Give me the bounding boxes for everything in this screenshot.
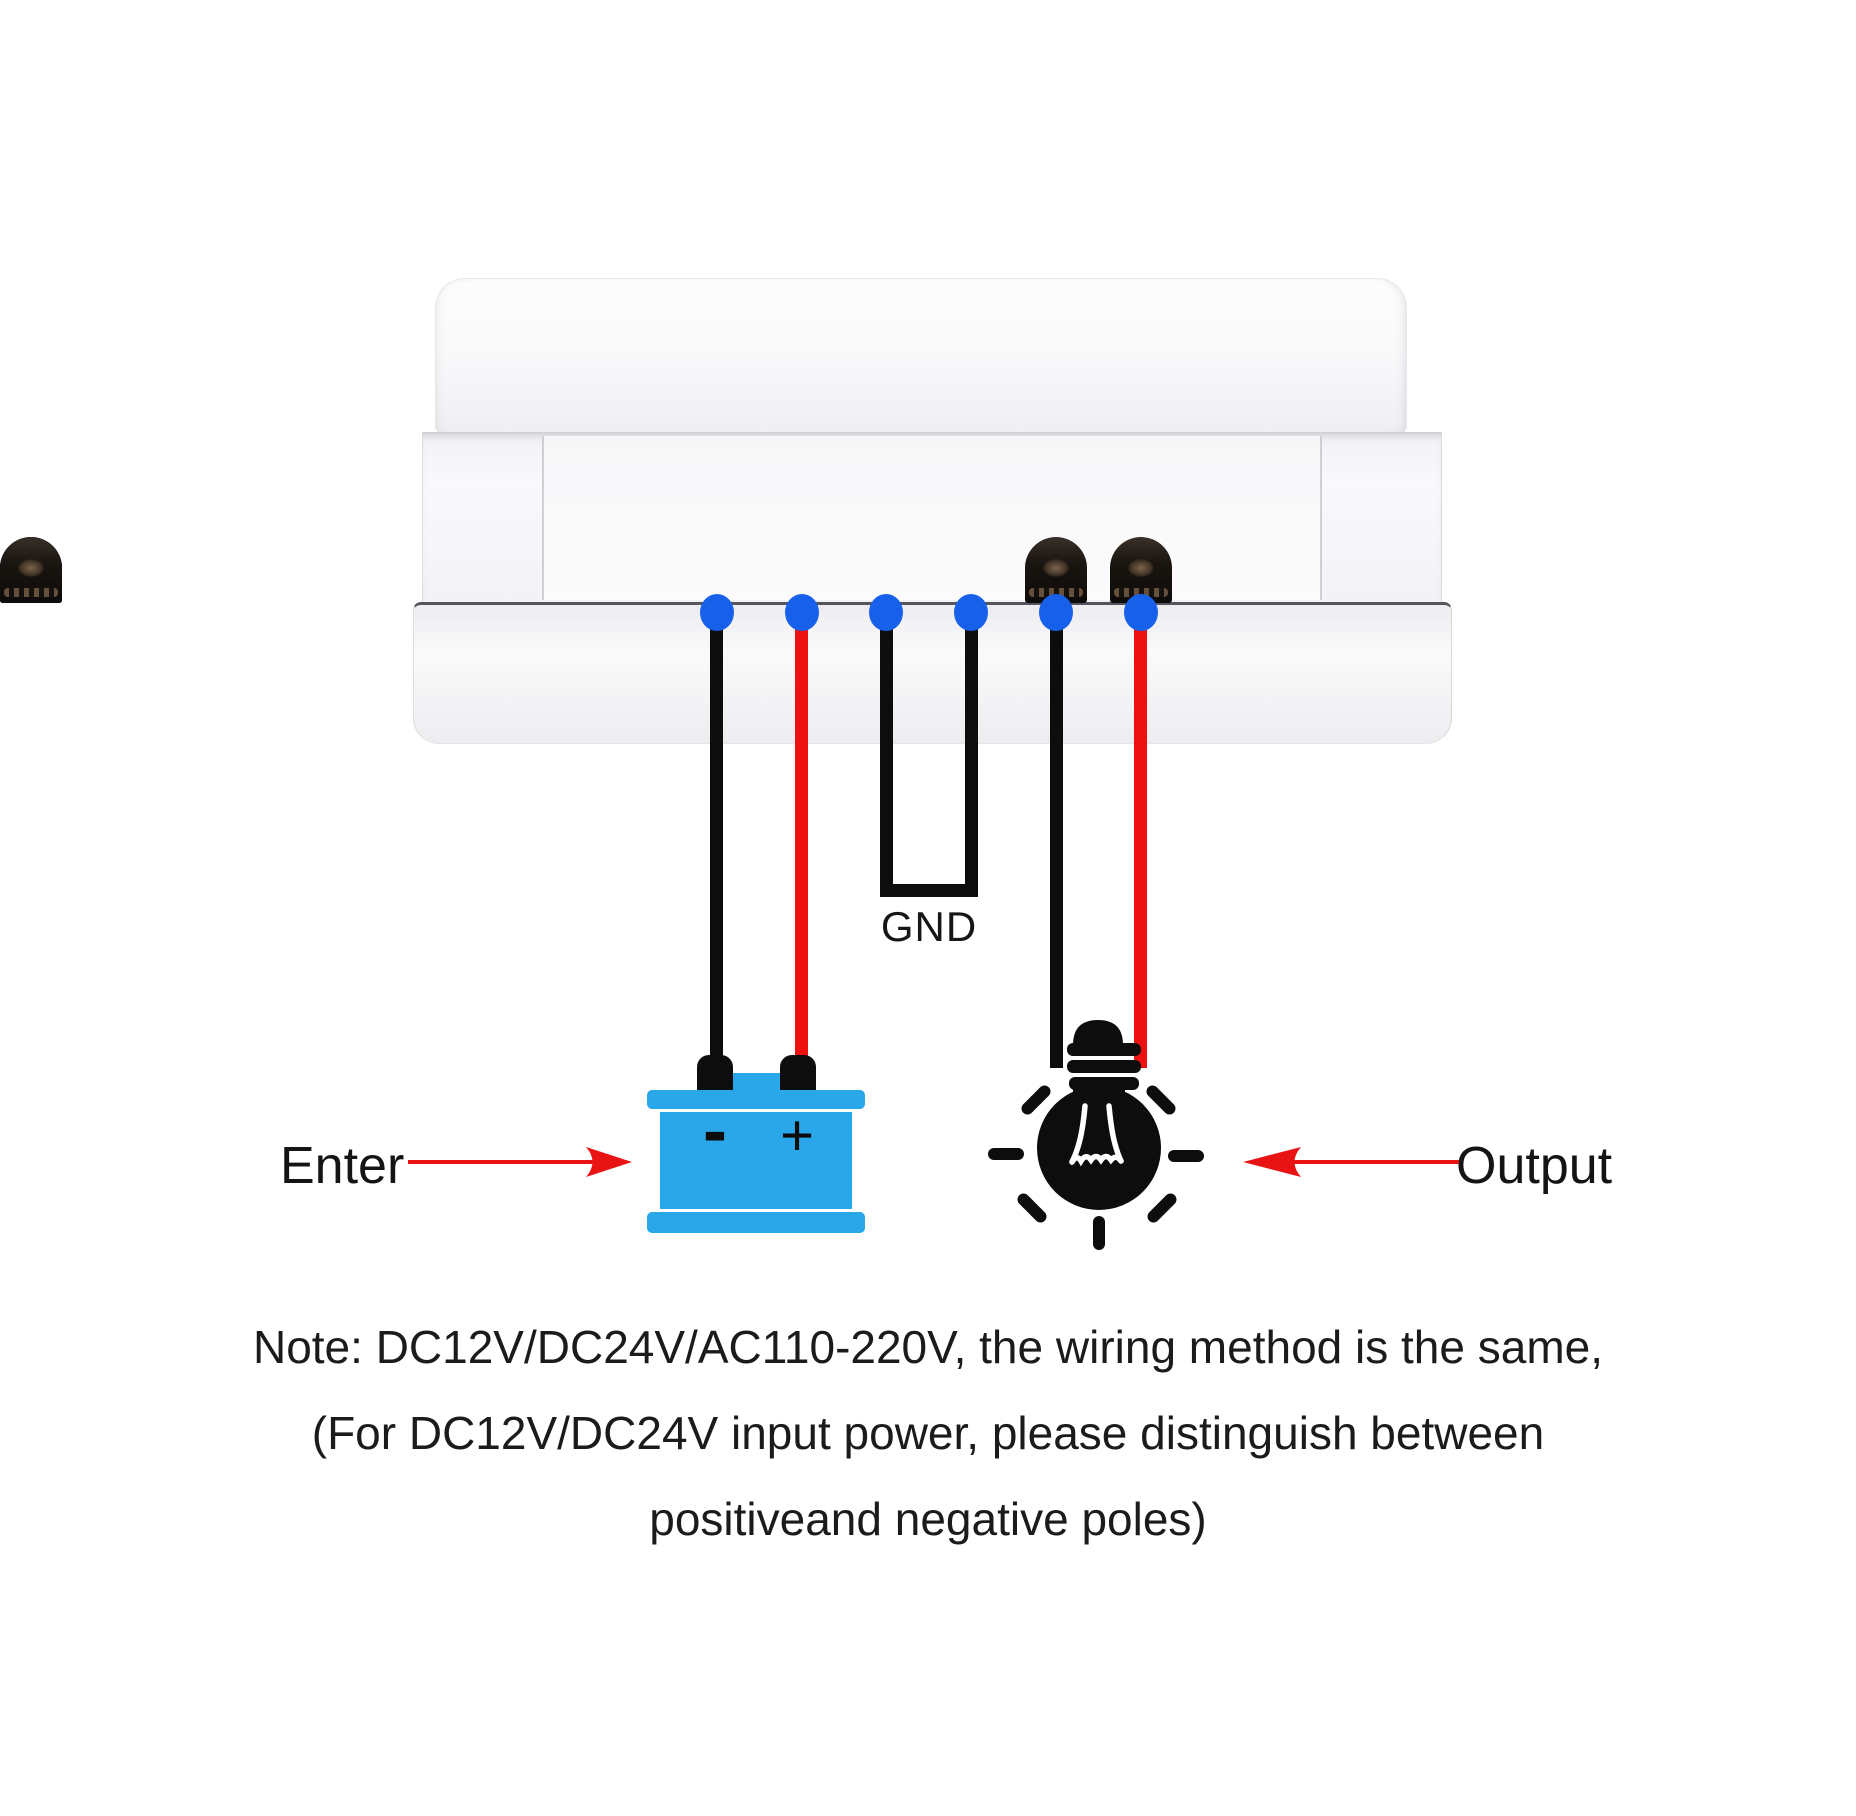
terminal-dot — [1124, 594, 1158, 631]
output-label: Output — [1456, 1137, 1613, 1195]
battery-plus-sign: + — [780, 1103, 814, 1168]
battery-top-hump — [718, 1073, 798, 1095]
input-negative-wire — [710, 610, 723, 1058]
terminal-recess-panel — [542, 436, 1322, 600]
relay-module-base — [413, 602, 1452, 744]
terminal-dot — [869, 594, 903, 631]
terminal-dot — [785, 594, 819, 631]
output-red-wire — [1134, 610, 1147, 1068]
note-line-3: positiveand negative poles) — [649, 1493, 1207, 1545]
output-arrow-icon — [1243, 1147, 1459, 1177]
gnd-label: GND — [880, 903, 978, 950]
terminal-slot — [1025, 537, 1087, 603]
battery-body — [660, 1112, 852, 1209]
note-line-2: (For DC12V/DC24V input power, please dis… — [311, 1407, 1545, 1459]
gnd-wire-right — [965, 610, 978, 897]
input-positive-wire — [795, 610, 808, 1058]
light-bulb-icon — [988, 1020, 1204, 1250]
terminal-dot — [700, 594, 734, 631]
gnd-jumper-bar — [880, 884, 978, 897]
terminal-slot — [0, 537, 62, 603]
enter-label: Enter — [280, 1137, 405, 1195]
battery-minus-sign: - — [703, 1091, 727, 1171]
battery-bottom-plate — [647, 1212, 865, 1233]
relay-module-lid — [435, 278, 1407, 434]
output-black-wire — [1050, 610, 1063, 1068]
note-line-1: Note: DC12V/DC24V/AC110-220V, the wiring… — [252, 1321, 1604, 1373]
terminal-dot — [954, 594, 988, 631]
terminal-dot — [1039, 594, 1073, 631]
battery-top-plate — [647, 1090, 865, 1109]
gnd-wire-left — [880, 610, 893, 897]
enter-arrow-icon — [408, 1147, 632, 1177]
terminal-slot — [1110, 537, 1172, 603]
